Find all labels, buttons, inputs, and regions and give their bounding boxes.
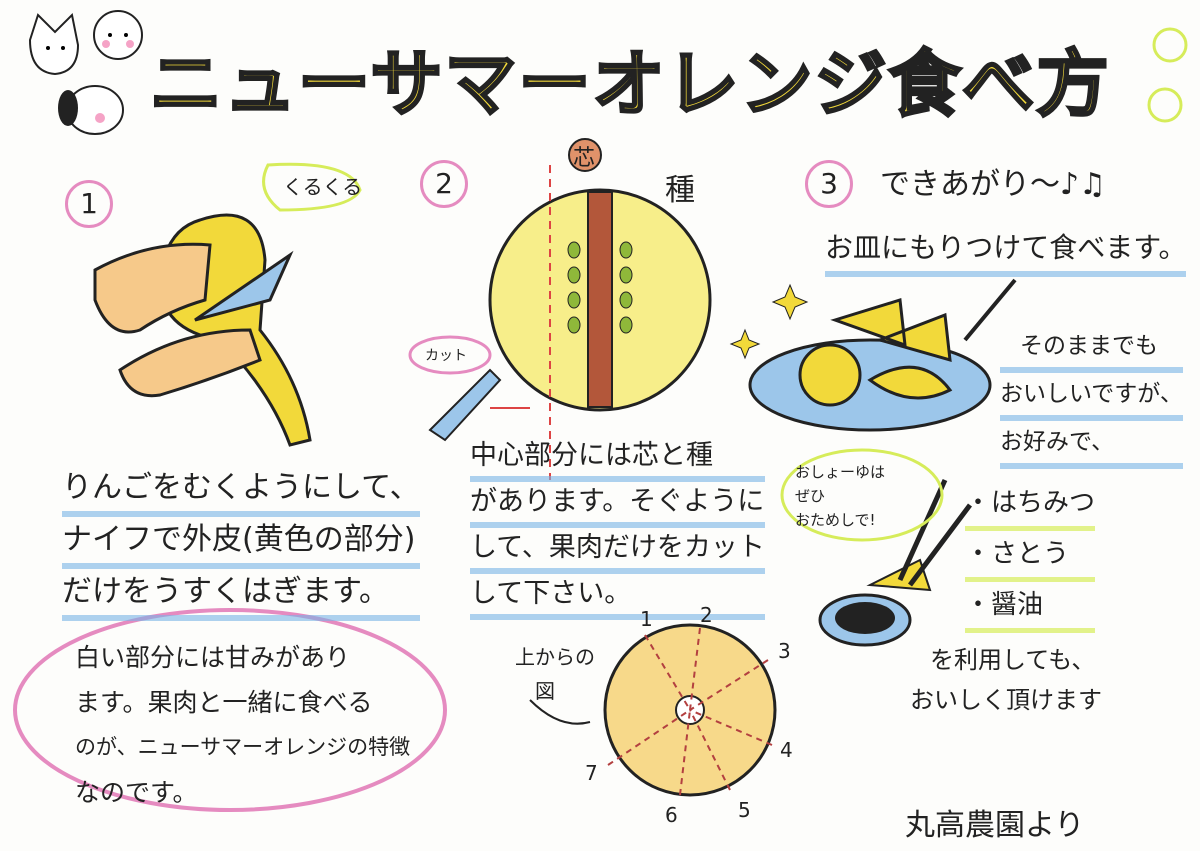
topping-options: ・はちみつ ・さとう ・醤油 bbox=[965, 480, 1096, 633]
text-line: だけをうすくはぎます。 bbox=[62, 569, 420, 621]
option-sugar: ・さとう bbox=[965, 531, 1096, 582]
kurukuru-label: くるくる bbox=[283, 175, 363, 199]
plate-illustration bbox=[729, 278, 1017, 432]
cut-number-6: 6 bbox=[665, 803, 678, 827]
text-line: おしょーゆは bbox=[795, 463, 886, 481]
cut-number-5: 5 bbox=[738, 798, 751, 822]
text-line: 中心部分には芯と種 bbox=[470, 436, 765, 482]
lemon-doodle-icon bbox=[1147, 27, 1188, 123]
dog-face-icon bbox=[58, 85, 124, 135]
text-line: おいしいですが、 bbox=[1000, 373, 1183, 421]
step-3-number: 3 bbox=[805, 160, 853, 208]
note-oval bbox=[13, 608, 447, 812]
core-label: 芯 bbox=[573, 146, 596, 171]
step-3-subheading: お皿にもりつけて食べます。 bbox=[825, 225, 1187, 277]
text-line: 上からの bbox=[515, 645, 595, 669]
page-title: ニューサマーオレンジ食べ方 bbox=[149, 41, 1111, 128]
text-line: ぜひ bbox=[795, 487, 826, 505]
text-line: して下さい。 bbox=[470, 574, 765, 620]
text-line: なのです。 bbox=[75, 778, 198, 807]
text-line: おためしで! bbox=[795, 511, 876, 529]
option-honey: ・はちみつ bbox=[965, 480, 1096, 531]
text-line: があります。そぐように bbox=[470, 482, 765, 528]
baby-face-icon bbox=[93, 10, 143, 60]
step-1-instructions: りんごをむくようにして、 ナイフで外皮(黄色の部分) だけをうすくはぎます。 bbox=[62, 465, 420, 621]
step-3-heading: できあがり〜♪♫ bbox=[880, 167, 1107, 202]
text-line: 図 bbox=[535, 679, 555, 703]
cut-number-4: 4 bbox=[780, 738, 793, 762]
signature: 丸高農園より bbox=[905, 808, 1085, 843]
text-line: おいしく頂けます bbox=[910, 686, 1102, 714]
cut-label: カット bbox=[425, 348, 467, 364]
cut-number-1: 1 bbox=[640, 607, 653, 631]
text-line: そのままでも bbox=[1000, 325, 1183, 373]
text-line: して、果肉だけをカット bbox=[470, 528, 765, 574]
text-line: りんごをむくようにして、 bbox=[62, 465, 420, 517]
peeling-illustration bbox=[93, 162, 362, 447]
text-line: お好みで、 bbox=[1000, 421, 1183, 469]
text-line: 白い部分には甘みがあり bbox=[75, 643, 351, 672]
cross-section-illustration bbox=[408, 138, 712, 480]
option-soy-sauce: ・醤油 bbox=[965, 582, 1096, 633]
cut-number-7: 7 bbox=[585, 761, 598, 785]
top-view-illustration bbox=[529, 623, 777, 797]
text-line: ます。果肉と一緒に食べる bbox=[75, 688, 373, 717]
step-3-closing: を利用しても、 おいしく頂けます bbox=[910, 640, 1102, 720]
top-view-label: 上からの 図 bbox=[515, 640, 595, 708]
step-1-note: 白い部分には甘みがあり ます。果肉と一緒に食べる のが、ニューサマーオレンジの特… bbox=[75, 635, 410, 815]
text-line: を利用しても、 bbox=[930, 646, 1096, 674]
soy-dish-illustration bbox=[780, 448, 972, 647]
cut-number-3: 3 bbox=[778, 639, 791, 663]
text-line: のが、ニューサマーオレンジの特徴 bbox=[75, 735, 411, 759]
text-line: ナイフで外皮(黄色の部分) bbox=[62, 517, 420, 569]
soy-bubble-text: おしょーゆは ぜひ おためしで! bbox=[795, 460, 885, 532]
step-1-number: 1 bbox=[65, 180, 113, 228]
step-2-number: 2 bbox=[420, 160, 468, 208]
step-3-side-text: そのままでも おいしいですが、 お好みで、 bbox=[1000, 325, 1183, 469]
step-2-instructions: 中心部分には芯と種 があります。そぐように して、果肉だけをカット して下さい。 bbox=[470, 436, 765, 620]
cat-face-icon bbox=[28, 12, 80, 76]
cut-number-2: 2 bbox=[700, 603, 713, 627]
seed-label: 種 bbox=[665, 173, 695, 208]
